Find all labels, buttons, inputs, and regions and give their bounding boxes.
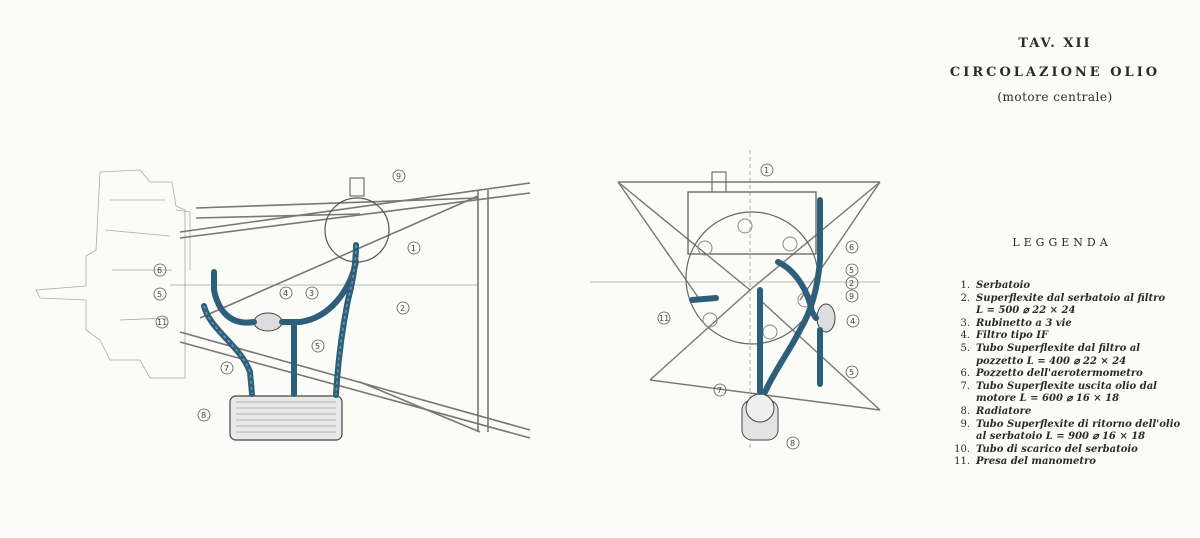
callout-front-8: 8	[790, 439, 795, 448]
filter-side	[253, 312, 283, 332]
callout-front-6: 6	[849, 243, 854, 252]
legend-item: 9.Tubo Superflexite di ritorno dell'olio…	[960, 418, 1181, 443]
callout-front-2: 2	[849, 279, 854, 288]
callout-side-8: 8	[201, 411, 206, 420]
legend-item: 7.Tubo Superflexite uscita olio dal moto…	[960, 380, 1157, 405]
legend-item: 1.Serbatoio	[960, 280, 1031, 291]
callout-side-7: 7	[224, 364, 229, 373]
callout-side-5a: 5	[157, 290, 162, 299]
radiator-fins	[236, 401, 336, 433]
callout-front-1: 1	[764, 166, 769, 175]
front-view-drawing: 1 6 5 2 9 11 4 5 7 8	[590, 150, 881, 450]
plate-subtitle: (motore centrale)	[997, 90, 1113, 104]
plate-number: TAV. XII	[1018, 36, 1092, 51]
legend-item: 2.Superflexite dal serbatoio al filtro L…	[960, 292, 1166, 317]
callout-side-9: 9	[396, 172, 401, 181]
plate-header: TAV. XII CIRCOLAZIONE OLIO (motore centr…	[920, 36, 1190, 104]
oil-pipes-front	[689, 197, 823, 395]
callout-front-5: 5	[849, 266, 854, 275]
legend-item: 4.Filtro tipo IF	[960, 330, 1049, 342]
front-callouts: 1 6 5 2 9 11 4 5 7 8	[657, 163, 860, 450]
callout-side-1: 1	[411, 244, 416, 253]
legend-item: 5.Tubo Superflexite dal filtro al pozzet…	[960, 342, 1141, 367]
tank-front	[687, 191, 817, 255]
legend-title: LEGGENDA	[1012, 236, 1112, 249]
callout-front-7: 7	[717, 386, 722, 395]
side-view-drawing: 9 1 6 5 11 4 3 2 5 7 8	[35, 169, 531, 441]
radiator-front-cap	[745, 393, 775, 423]
callout-side-11: 11	[157, 318, 167, 327]
fuselage-frame	[170, 182, 531, 439]
engine-detail	[104, 199, 191, 321]
side-callouts: 9 1 6 5 11 4 3 2 5 7 8	[153, 169, 421, 422]
callout-front-11: 11	[659, 314, 669, 323]
callout-front-5b: 5	[849, 368, 854, 377]
legend-item: 3.Rubinetto a 3 vie	[960, 317, 1072, 329]
callout-front-9: 9	[849, 292, 854, 301]
callout-side-2: 2	[400, 304, 405, 313]
front-frame	[590, 150, 881, 450]
plate-title: CIRCOLAZIONE OLIO	[949, 65, 1161, 80]
tank-front-cap	[711, 171, 727, 193]
legend-list: 1.Serbatoio 2.Superflexite dal serbatoio…	[948, 280, 1196, 469]
oil-pipes-side	[201, 242, 359, 398]
callout-front-4: 4	[850, 317, 855, 326]
tank-filler-cap	[349, 177, 365, 197]
legend-item: 6.Pozzetto dell'aerotermometro	[960, 368, 1143, 380]
legend-item: 11.Presa del manometro	[954, 456, 1096, 468]
engine-outline	[35, 169, 186, 379]
callout-side-6: 6	[157, 266, 162, 275]
radiator-side	[229, 395, 343, 441]
callout-side-4: 4	[283, 289, 288, 298]
callout-side-3: 3	[309, 289, 314, 298]
callout-side-5b: 5	[315, 342, 320, 351]
legend-item: 8.Radiatore	[960, 405, 1032, 417]
legend-item: 10.Tubo di scarico del serbatoio	[954, 443, 1138, 455]
